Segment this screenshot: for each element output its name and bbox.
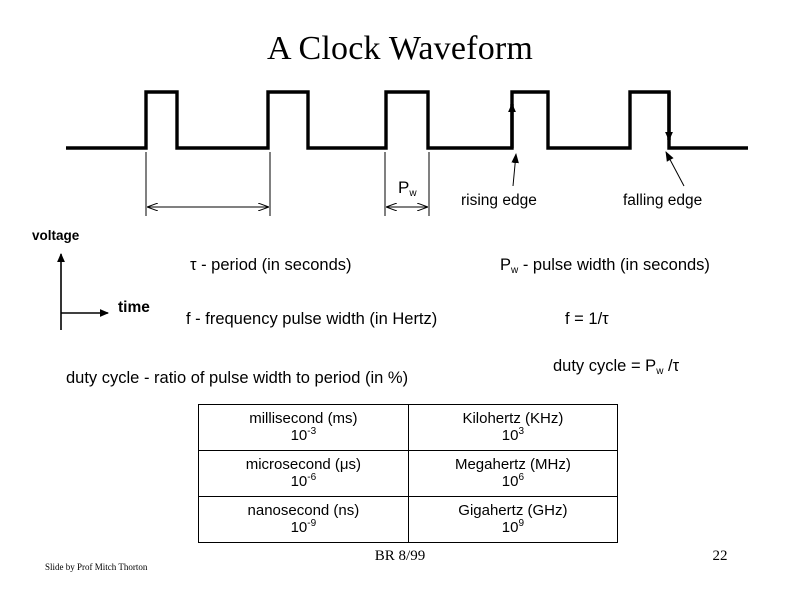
table-cell-time-unit: microsecond (μs) 10-6 [198,450,409,497]
freq-base: 10 [501,473,519,490]
period-dimension [145,152,271,216]
pulse-width-diagram-label: Pw [398,178,417,199]
time-unit-value: 10-6 [201,472,406,490]
duty-eq-subscript: w [656,366,664,377]
falling-edge-pointer [665,151,685,187]
freq-unit-value: 103 [411,426,615,444]
time-base: 10 [290,519,308,536]
time-unit-name: millisecond (ms) [249,409,358,427]
freq-base: 10 [501,427,519,444]
duty-eq-prefix: duty cycle = P [553,357,657,375]
definition-period: τ - period (in seconds) [190,256,352,274]
formula-f-equals: f = 1/τ [565,310,609,328]
time-exponent: -6 [307,472,317,483]
waveform-trace [66,90,748,150]
time-exponent: -3 [307,426,317,437]
falling-edge-label: falling edge [623,192,703,209]
duty-eq-rest: /τ [663,357,680,375]
freq-unit-name: Kilohertz (KHz) [462,409,564,427]
table-cell-freq-unit: Gigahertz (GHz) 109 [407,496,619,543]
rising-edge-pointer [511,153,519,187]
time-base: 10 [290,427,308,444]
table-row: microsecond (μs) 10-6 Megahertz (MHz) 10… [198,450,619,497]
table-row: millisecond (ms) 10-3 Kilohertz (KHz) 10… [198,404,619,451]
page-title: A Clock Waveform [266,30,534,67]
freq-unit-name: Gigahertz (GHz) [458,501,568,519]
freq-unit-name: Megahertz (MHz) [454,455,571,473]
table-cell-freq-unit: Megahertz (MHz) 106 [407,450,619,497]
table-cell-freq-unit: Kilohertz (KHz) 103 [407,404,619,451]
voltage-axis-label: voltage [32,228,80,243]
time-unit-value: 10-9 [201,518,406,536]
definition-pulse-width: Pw - pulse width (in seconds) [500,256,710,276]
table-cell-time-unit: nanosecond (ns) 10-9 [198,496,409,543]
page-number: 22 [712,548,728,564]
freq-exponent: 9 [518,518,525,529]
pw-subscript: w [511,265,519,276]
slide-credit: Slide by Prof Mitch Thorton [45,562,148,572]
time-unit-name: nanosecond (ns) [247,501,360,519]
pw-rest: - pulse width (in seconds) [518,256,710,274]
time-unit-name: microsecond (μs) [245,455,362,473]
time-axis-label: time [118,299,150,316]
freq-exponent: 3 [518,426,525,437]
formula-duty-cycle: duty cycle = Pw /τ [553,357,679,377]
freq-unit-value: 106 [411,472,615,490]
units-table-grid: millisecond (ms) 10-3 Kilohertz (KHz) 10… [198,404,619,543]
rising-edge-label: rising edge [461,192,537,209]
freq-exponent: 6 [518,472,525,483]
table-row: nanosecond (ns) 10-9 Gigahertz (GHz) 109 [198,496,619,543]
time-exponent: -9 [307,518,317,529]
definition-frequency: f - frequency pulse width (in Hertz) [186,310,438,328]
time-unit-value: 10-3 [201,426,406,444]
freq-unit-value: 109 [411,518,615,536]
time-base: 10 [290,473,308,490]
table-cell-time-unit: millisecond (ms) 10-3 [198,404,409,451]
freq-base: 10 [501,519,519,536]
pw-letter: P [398,178,410,197]
pw-letter: P [500,256,512,274]
units-table: millisecond (ms) 10-3 Kilohertz (KHz) 10… [198,404,619,543]
voltage-time-axes [57,253,109,330]
slide-source: BR 8/99 [374,548,426,564]
definition-duty-cycle: duty cycle - ratio of pulse width to per… [66,369,409,387]
pw-subscript: w [409,188,417,199]
